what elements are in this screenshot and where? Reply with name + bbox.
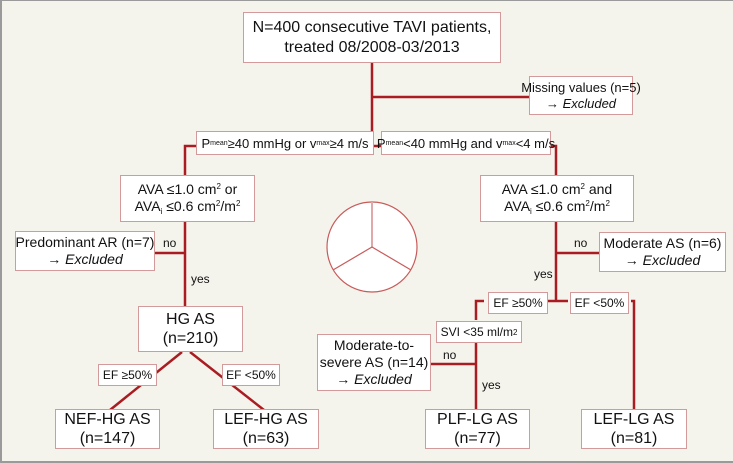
connector-ef-lt50-right [631,299,636,410]
mod-sev-excluded: → Excluded [336,371,411,388]
yes-label-svi: yes [482,378,501,392]
ava-left-line2: AVAi ≤0.6 cm2/m2 [134,197,241,216]
root-line1: N=400 consecutive TAVI patients, [252,19,492,37]
excluded-label: Excluded [562,95,617,111]
pred-ar-excluded: → Excluded [47,251,122,268]
plf-lg-line2: (n=77) [454,430,501,447]
lef-lg-as-box: LEF-LG AS (n=81) [581,409,687,449]
v-sub: max [316,139,330,147]
predominant-ar-box: Predominant AR (n=7) → Excluded [15,231,155,271]
excluded-label: Excluded [65,251,123,267]
criteria-text2: ≥4 m/s [329,135,369,151]
root-line2: treated 08/2008-03/2013 [284,38,460,56]
arrow-right-icon: → [47,251,62,267]
lef-hg-as-box: LEF-HG AS (n=63) [213,409,319,449]
moderate-as-line1: Moderate AS (n=6) [603,235,722,252]
no-label-right: no [574,236,588,250]
hg-as-box: HG AS (n=210) [138,306,243,352]
connector-ef-ge50-right [474,299,484,320]
criteria-text1: <40 mmHg and v [403,135,503,151]
moderate-to-severe-box: Moderate-to- severe AS (n=14) → Excluded [317,334,431,391]
moderate-as-box: Moderate AS (n=6) → Excluded [599,232,726,272]
ef-lt50-left-label: EF <50% [222,364,280,386]
lef-hg-line1: LEF-HG AS [224,410,308,428]
moderate-as-excluded: → Excluded [625,252,700,269]
arrow-right-icon: → [336,370,351,387]
pred-ar-line1: Predominant AR (n=7) [15,234,155,251]
missing-values-box: Missing values (n=5) → Excluded [521,76,641,115]
connector-left-branch [183,144,197,175]
missing-excluded: → Excluded [546,96,616,112]
yes-label-left: yes [191,272,210,286]
missing-line1: Missing values (n=5) [521,79,641,95]
ef-ge50-left-label: EF ≥50% [98,364,157,386]
p-label: P [376,135,386,151]
ava-right-box: AVA ≤1.0 cm2 and AVAi ≤0.6 cm2/m2 [480,175,634,222]
ava-left-box: AVA ≤1.0 cm2 or AVAi ≤0.6 cm2/m2 [120,175,255,222]
plf-lg-as-box: PLF-LG AS (n=77) [425,409,530,449]
hg-as-line2: (n=210) [162,330,219,347]
ava-right-line1: AVA ≤1.0 cm2 and [501,180,613,197]
arrow-right-icon: → [624,252,639,268]
criteria-text2: <4 m/s [515,135,556,151]
connector-right-branch [550,144,558,175]
p-label: P [201,135,211,151]
excluded-label: Excluded [354,370,412,387]
excluded-label: Excluded [642,252,701,268]
p-sub: mean [385,139,404,147]
no-label-svi: no [443,348,457,362]
arrow-right-icon: → [545,95,559,111]
hg-as-line1: HG AS [166,310,215,328]
nef-hg-line1: NEF-HG AS [64,410,151,428]
ef-lt50-right-label: EF <50% [570,292,629,314]
nef-hg-as-box: NEF-HG AS (n=147) [55,409,160,449]
root-box: N=400 consecutive TAVI patients, treated… [243,12,501,63]
v-sub: max [502,139,516,147]
lef-hg-line2: (n=63) [242,430,290,447]
no-label-left: no [163,236,177,250]
p-sub: mean [210,139,228,147]
criteria-text1: ≥40 mmHg or v [227,135,317,151]
ef-ge50-right-label: EF ≥50% [488,292,548,314]
ava-right-line2: AVAi ≤0.6 cm2/m2 [504,197,610,216]
mod-sev-line1: Moderate-to- [333,337,415,354]
mod-sev-line2: severe AS (n=14) [319,354,429,371]
plf-lg-line1: PLF-LG AS [437,410,518,428]
lef-lg-line1: LEF-LG AS [593,410,675,428]
nef-hg-line2: (n=147) [79,430,136,447]
yes-label-right: yes [534,267,553,281]
valve-icon [326,201,418,293]
lef-lg-line2: (n=81) [610,430,658,447]
ava-left-line1: AVA ≤1.0 cm2 or [137,180,238,197]
